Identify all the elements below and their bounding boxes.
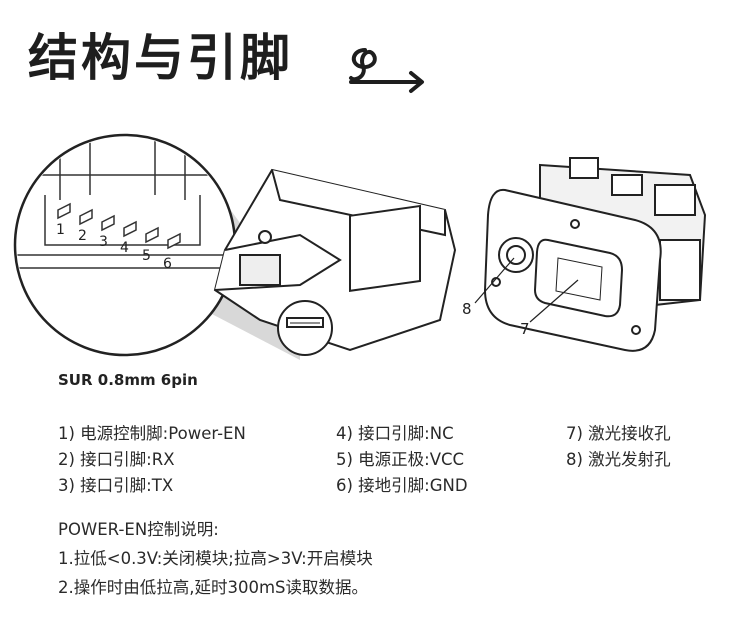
curved-arrow-icon (349, 48, 424, 93)
pin-2: 2) 接口引脚:RX (58, 450, 175, 469)
callout-7: 7 (520, 320, 530, 338)
zoom-pin-1: 1 (56, 222, 65, 238)
callout-8: 8 (462, 300, 472, 318)
zoom-pin-6: 6 (163, 256, 172, 272)
pin-list-col3: 7) 激光接收孔 8) 激光发射孔 (566, 421, 671, 473)
module-back-view (213, 168, 457, 356)
pin-3: 3) 接口引脚:TX (58, 476, 174, 495)
pin-1: 1) 电源控制脚:Power-EN (58, 424, 246, 443)
pin-5: 5) 电源正极:VCC (336, 450, 465, 469)
notes-heading: POWER-EN控制说明: (58, 520, 219, 539)
pin-list-col2: 4) 接口引脚:NC 5) 电源正极:VCC 6) 接地引脚:GND (336, 421, 468, 499)
pin-7: 7) 激光接收孔 (566, 424, 671, 443)
notes-line-1: 1.拉低<0.3V:关闭模块;拉高>3V:开启模块 (58, 549, 373, 568)
connector-caption: SUR 0.8mm 6pin (58, 371, 198, 389)
notes-line-2: 2.操作时由低拉高,延时300mS读取数据。 (58, 578, 369, 597)
zoom-pin-2: 2 (78, 228, 87, 244)
power-en-notes: POWER-EN控制说明: 1.拉低<0.3V:关闭模块;拉高>3V:开启模块 … (58, 515, 373, 602)
module-front-view (483, 157, 707, 352)
zoom-pin-5: 5 (142, 248, 151, 264)
pin-8: 8) 激光发射孔 (566, 450, 671, 469)
pin-6: 6) 接地引脚:GND (336, 476, 468, 495)
pin-4: 4) 接口引脚:NC (336, 424, 454, 443)
connector-zoom: 1 2 3 4 5 6 (13, 133, 237, 357)
page-title: 结构与引脚 (28, 29, 293, 87)
callout-8-leader (474, 257, 515, 304)
pin-list-col1: 1) 电源控制脚:Power-EN 2) 接口引脚:RX 3) 接口引脚:TX (58, 421, 246, 499)
zoom-pin-3: 3 (99, 234, 108, 250)
callout-7-leader (529, 279, 579, 323)
zoom-pin-4: 4 (120, 240, 129, 256)
